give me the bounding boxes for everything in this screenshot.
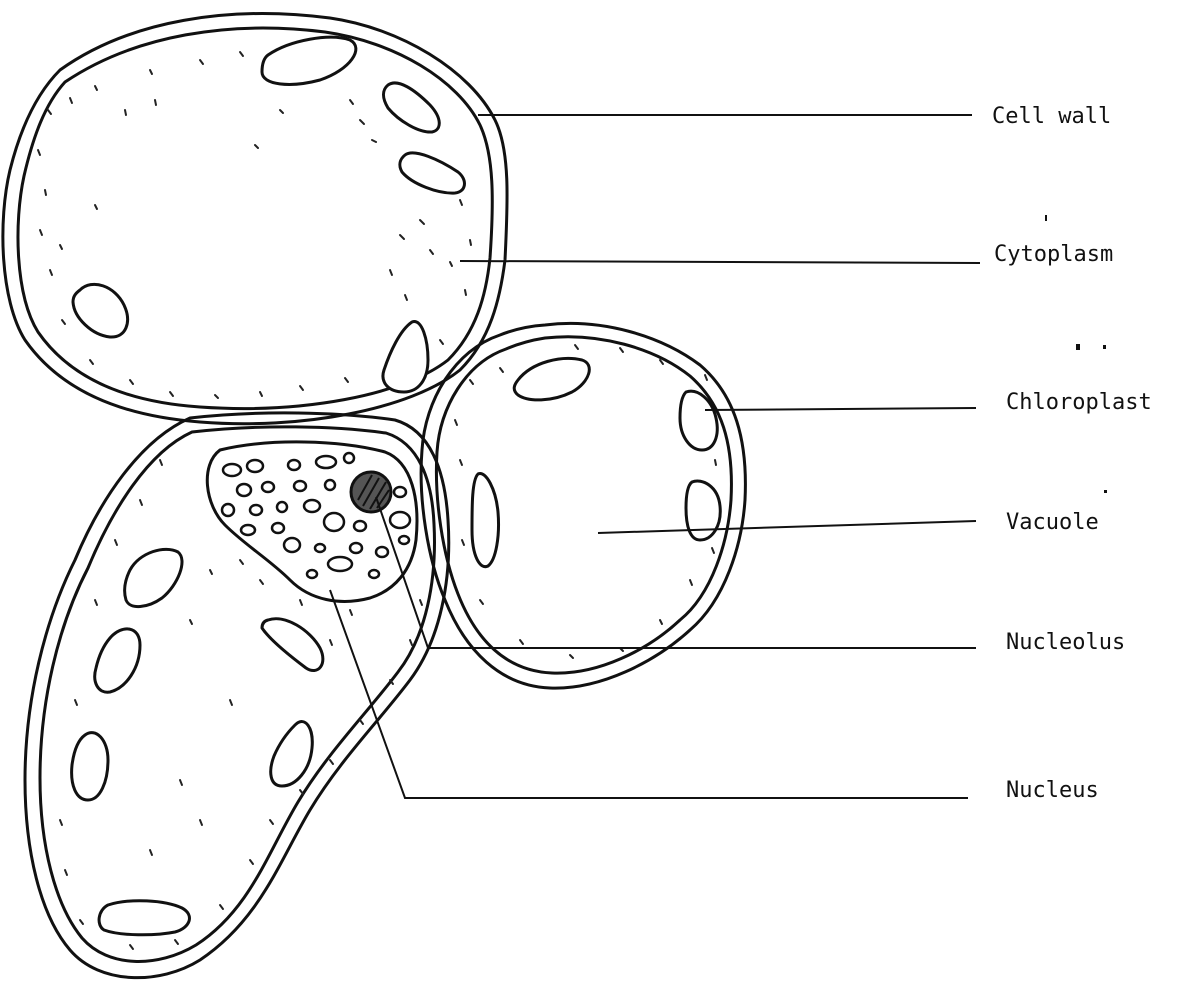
- bottom-cell-chloroplast-1: [125, 549, 182, 606]
- label-nucleus: Nucleus: [1006, 778, 1099, 803]
- top-cell-chloroplast-2: [384, 83, 440, 132]
- bottom-cell-chloroplast-4: [271, 722, 313, 786]
- label-cytoplasm: Cytoplasm: [994, 242, 1113, 267]
- right-cell-chloroplast-4: [472, 473, 499, 566]
- bottom-cell-chloroplast-3: [262, 619, 323, 671]
- leader-nucleus: [330, 590, 968, 798]
- top-cell-chloroplast-5: [383, 322, 428, 392]
- top-cell-chloroplast-1: [262, 37, 356, 84]
- bottom-cell: [25, 413, 449, 978]
- leader-lines: [330, 115, 980, 798]
- right-cell-chloroplast-1: [514, 358, 589, 399]
- top-cell: [3, 14, 507, 424]
- right-cell: [421, 323, 745, 688]
- bottom-cell-chloroplast-5: [72, 733, 108, 800]
- bottom-cell-chloroplast-2: [95, 629, 140, 692]
- leader-vacuole: [598, 521, 976, 533]
- right-cell-chloroplast-3: [686, 481, 720, 540]
- label-nucleolus: Nucleolus: [1006, 630, 1125, 655]
- leader-cytoplasm: [460, 261, 980, 263]
- leader-chloroplast: [705, 408, 976, 410]
- top-cell-chloroplast-4: [73, 284, 128, 337]
- top-cell-chloroplast-3: [400, 153, 465, 193]
- labels: Cell wall Cytoplasm Chloroplast Vacuole …: [992, 104, 1152, 803]
- label-chloroplast: Chloroplast: [1006, 390, 1152, 415]
- label-vacuole: Vacuole: [1006, 510, 1099, 535]
- bottom-cell-chloroplast-6: [99, 901, 189, 935]
- label-cell-wall: Cell wall: [992, 104, 1111, 129]
